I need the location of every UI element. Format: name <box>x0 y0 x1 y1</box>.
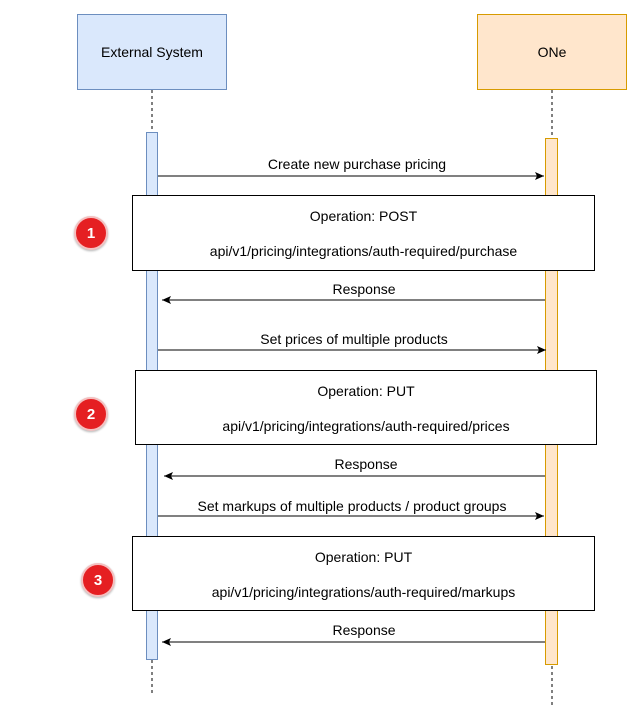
message-label-4: Response <box>334 456 398 472</box>
operation-method: Operation: PUT <box>317 383 415 399</box>
operation-method: Operation: POST <box>309 208 418 224</box>
step-badge-3: 3 <box>81 563 115 597</box>
operation-path: api/v1/pricing/integrations/auth-require… <box>209 243 518 259</box>
operation-note-3[interactable]: Operation: PUT api/v1/pricing/integratio… <box>132 536 595 611</box>
message-label-3: Set prices of multiple products <box>260 331 448 347</box>
participant-external-system[interactable]: External System <box>77 14 227 90</box>
participant-one[interactable]: ONe <box>477 14 627 90</box>
operation-note-2[interactable]: Operation: PUT api/v1/pricing/integratio… <box>135 370 597 445</box>
message-label-2: Response <box>332 281 396 297</box>
message-label-1: Create new purchase pricing <box>267 156 447 172</box>
message-label-6: Response <box>332 622 396 638</box>
operation-method: Operation: PUT <box>314 549 413 565</box>
step-badge-2: 2 <box>74 397 108 431</box>
operation-note-1[interactable]: Operation: POST api/v1/pricing/integrati… <box>132 195 595 271</box>
step-badge-1: 1 <box>74 216 108 250</box>
message-label-5: Set markups of multiple products / produ… <box>197 498 507 514</box>
operation-path: api/v1/pricing/integrations/auth-require… <box>222 418 510 434</box>
operation-path: api/v1/pricing/integrations/auth-require… <box>211 584 516 600</box>
